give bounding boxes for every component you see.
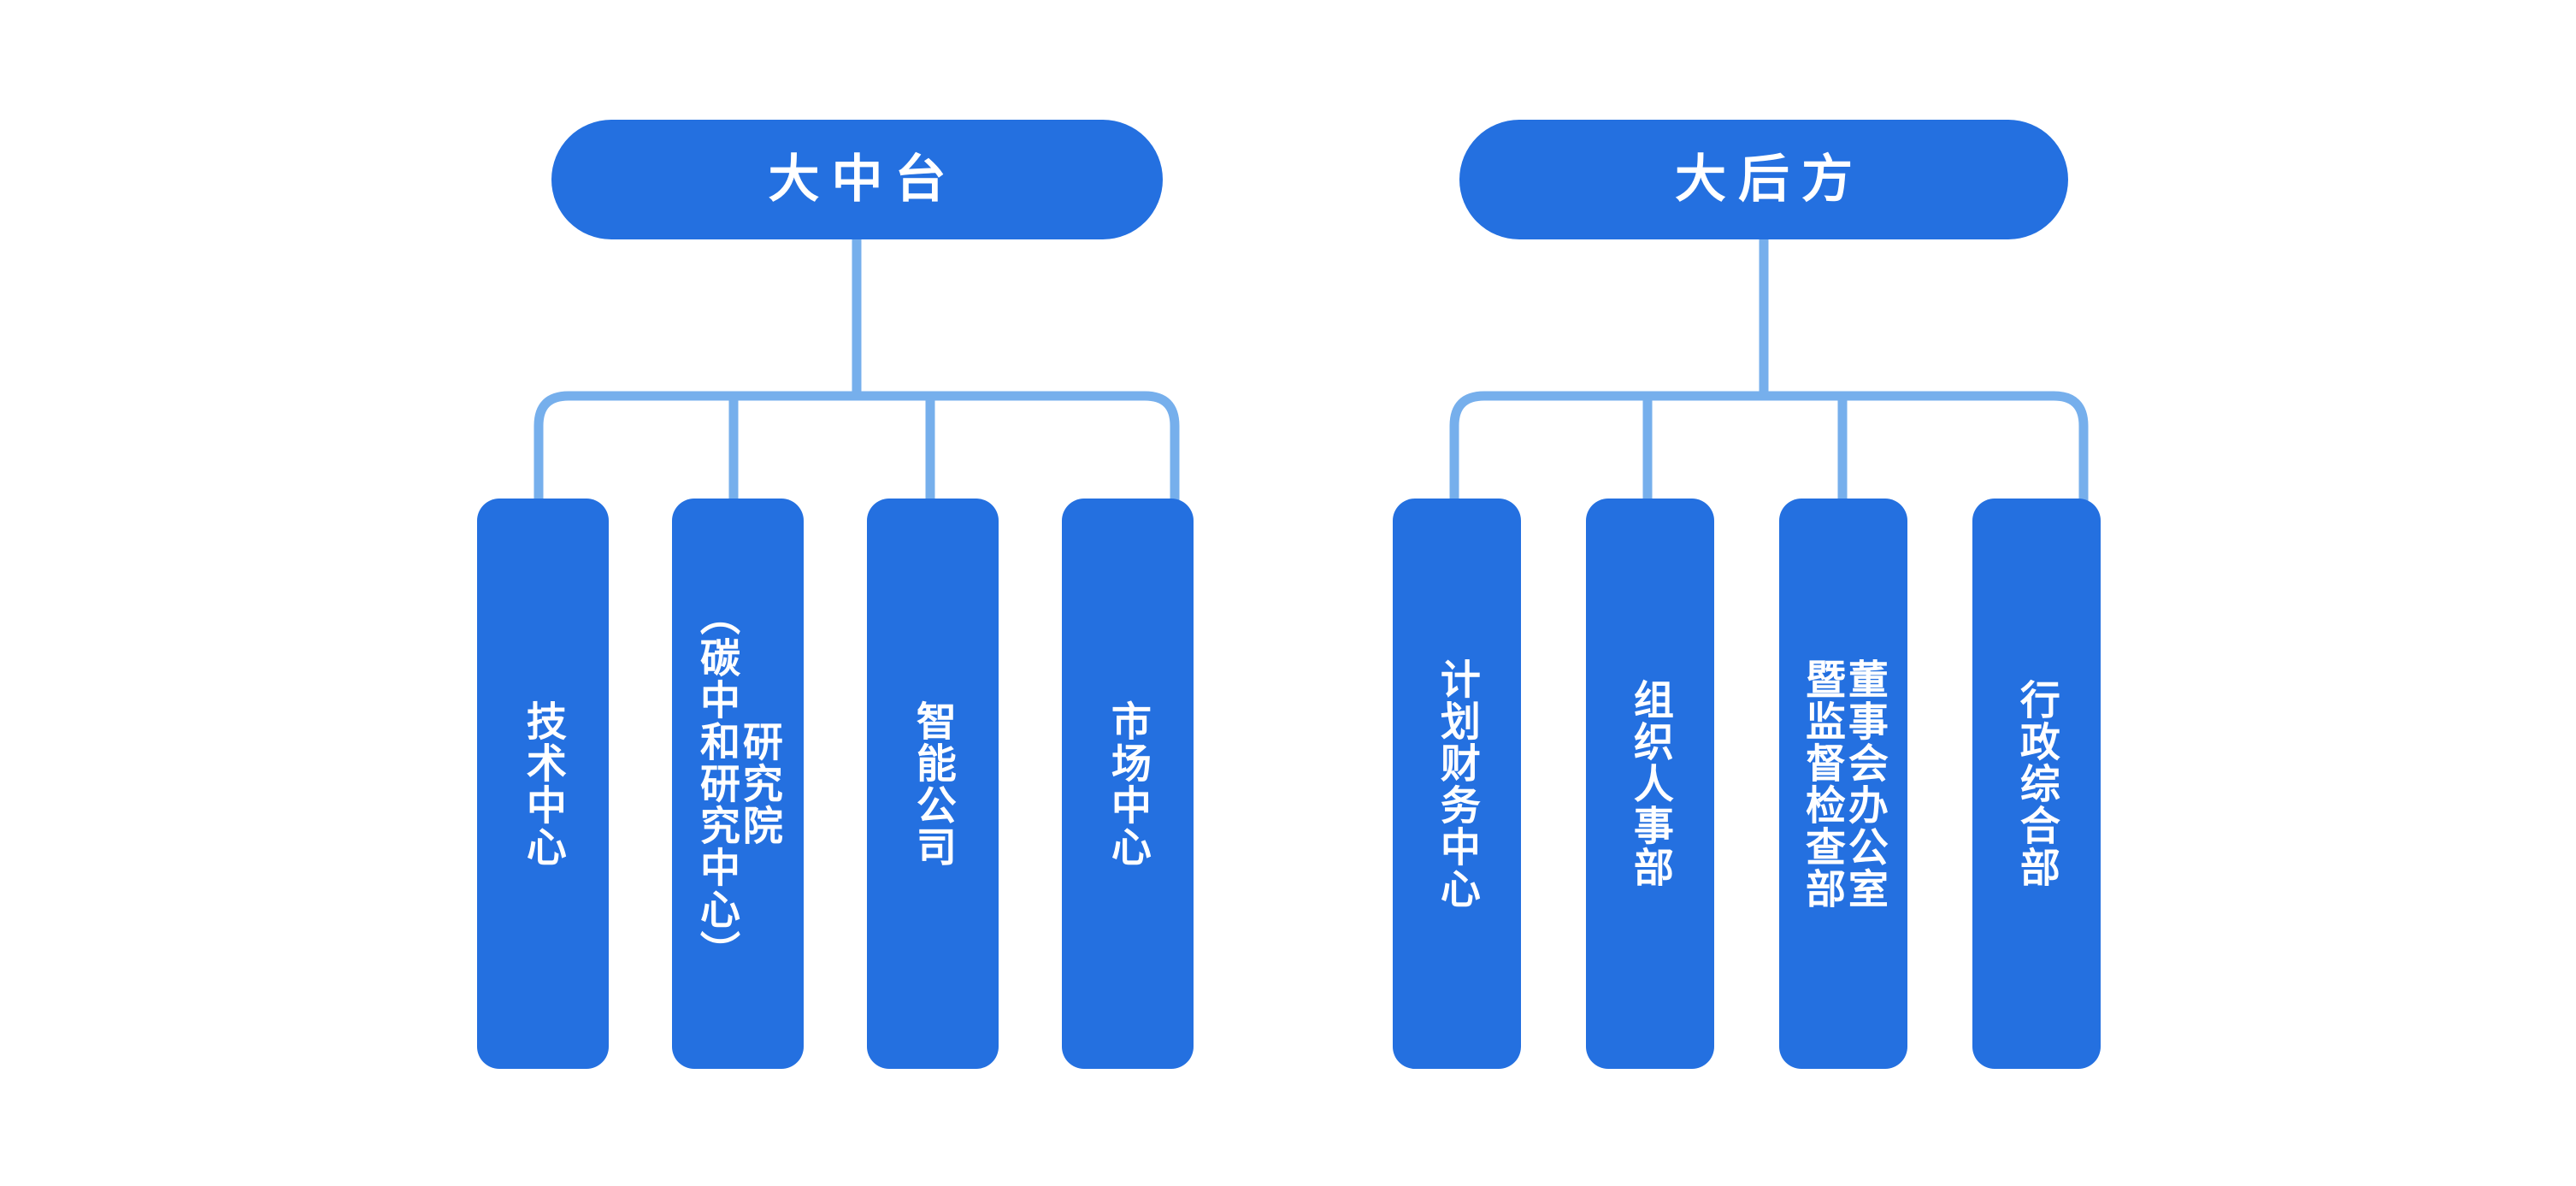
root-node-middle-platform[interactable]: 大中台 [551,120,1163,239]
leaf-node-label: 组织人事部 [1627,679,1673,888]
root-node-label: 大中台 [768,150,958,208]
leaf-node-label: 技术中心 [520,699,566,868]
leaf-node-label: 董事会办公室 暨监督检查部 [1800,658,1888,910]
leaf-node-label: 市场中心 [1105,699,1151,868]
leaf-node-planning-finance-center[interactable]: 计划财务中心 [1393,499,1521,1069]
leaf-node-administration-dept[interactable]: 行政综合部 [1972,499,2101,1069]
leaf-node-label: 研究院 （碳中和研究中心） [694,595,782,972]
root-node-label: 大后方 [1675,150,1865,208]
org-group-rear-support: 大后方 计划财务中心 组织人事部 董事会办公室 暨监督检查部 行政综合部 [1282,0,2576,1186]
leaf-node-label: 计划财务中心 [1434,658,1480,910]
leaf-node-market-center[interactable]: 市场中心 [1062,499,1194,1069]
leaf-node-research-institute[interactable]: 研究院 （碳中和研究中心） [672,499,804,1069]
leaf-node-technology-center[interactable]: 技术中心 [477,499,609,1069]
root-node-rear-support[interactable]: 大后方 [1459,120,2068,239]
org-group-middle-platform: 大中台 技术中心 研究院 （碳中和研究中心） 智能公司 市场中心 [0,0,1282,1186]
leaf-node-board-office-supervision-dept[interactable]: 董事会办公室 暨监督检查部 [1779,499,1907,1069]
leaf-node-organization-personnel-dept[interactable]: 组织人事部 [1586,499,1714,1069]
leaf-node-label: 智能公司 [910,699,956,868]
leaf-node-label: 行政综合部 [2013,679,2060,888]
leaf-node-intelligent-company[interactable]: 智能公司 [867,499,999,1069]
